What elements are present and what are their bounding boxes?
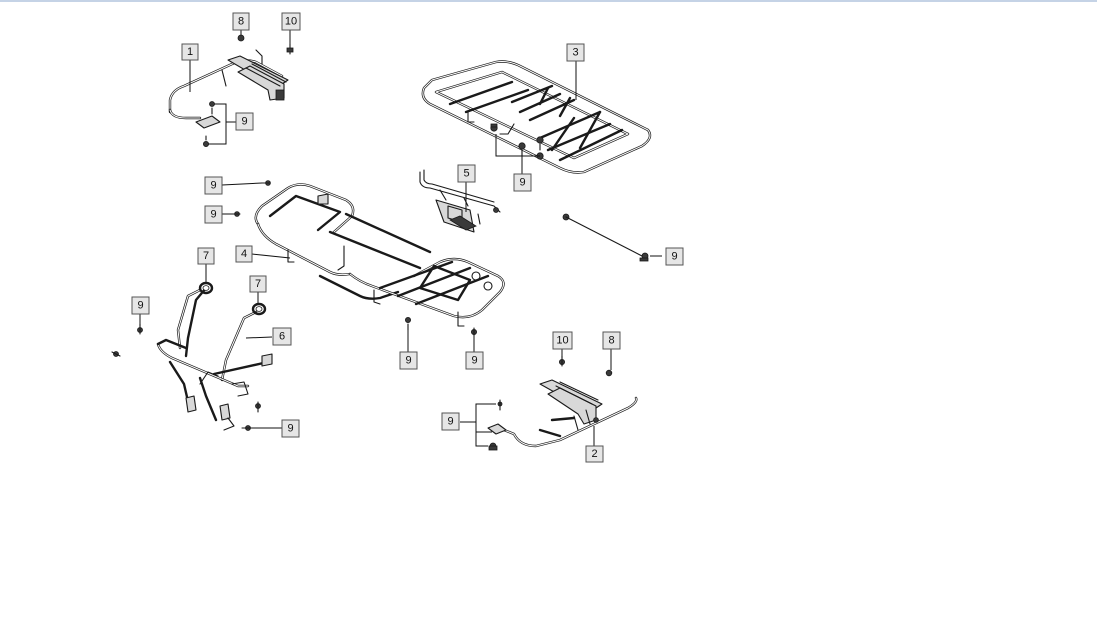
svg-text:6: 6: [279, 331, 285, 343]
window-top-border: [0, 0, 1097, 2]
part-1-left-footrest: [168, 49, 289, 129]
svg-text:7: 7: [255, 278, 261, 290]
svg-text:8: 8: [238, 16, 244, 28]
svg-text:10: 10: [285, 16, 297, 28]
callout-7-left: 7: [197, 247, 215, 265]
svg-text:9: 9: [210, 209, 216, 221]
part-3-rear-rack: [421, 60, 652, 174]
part-6-front-bumper: [156, 286, 273, 431]
svg-text:9: 9: [471, 355, 477, 367]
svg-text:9: 9: [287, 423, 293, 435]
svg-text:9: 9: [519, 177, 525, 189]
callout-5: 5: [457, 164, 476, 183]
part-4-front-rack: [254, 183, 505, 327]
svg-text:9: 9: [241, 116, 247, 128]
callout-9-long-bolt: 9: [665, 247, 684, 266]
svg-text:10: 10: [556, 335, 568, 347]
callout-9-part1: 9: [235, 112, 254, 131]
callout-9-rack: 9: [513, 173, 532, 192]
svg-text:7: 7: [203, 250, 209, 262]
callout-9-left-b: 9: [204, 205, 223, 224]
callout-2: 2: [585, 445, 604, 463]
part-2-right-footrest: [487, 379, 638, 448]
callout-7-right: 7: [249, 275, 267, 293]
callout-4: 4: [235, 245, 253, 263]
svg-text:2: 2: [591, 448, 597, 460]
callout-3: 3: [566, 43, 585, 62]
callout-8-top: 8: [232, 12, 250, 31]
callout-1: 1: [181, 43, 199, 61]
callout-9-left-a: 9: [204, 176, 223, 195]
rack-bolts: [490, 123, 544, 160]
svg-text:3: 3: [572, 47, 578, 59]
fasteners: [111, 34, 649, 451]
svg-text:9: 9: [137, 300, 143, 312]
callout-9-part2: 9: [441, 412, 460, 431]
callout-8-bottom: 8: [602, 331, 621, 350]
svg-text:9: 9: [671, 251, 677, 263]
svg-text:4: 4: [241, 248, 247, 260]
callout-10-top: 10: [281, 12, 301, 31]
svg-text:5: 5: [463, 168, 469, 180]
svg-text:1: 1: [187, 46, 193, 58]
leader-lines: [139, 30, 662, 447]
svg-text:9: 9: [447, 416, 453, 428]
part-7-clamp-rings: [198, 281, 267, 316]
callout-10-bottom: 10: [552, 331, 573, 350]
callout-9-bumper-top: 9: [131, 296, 150, 315]
callout-9-bumper-bottom: 9: [281, 419, 300, 438]
svg-text:9: 9: [210, 180, 216, 192]
callout-9-rack-under-b: 9: [465, 351, 484, 370]
svg-text:9: 9: [405, 355, 411, 367]
callout-6: 6: [272, 327, 292, 346]
part-5-bracket: [419, 169, 501, 233]
svg-text:8: 8: [608, 335, 614, 347]
callout-9-rack-under-a: 9: [399, 351, 418, 370]
